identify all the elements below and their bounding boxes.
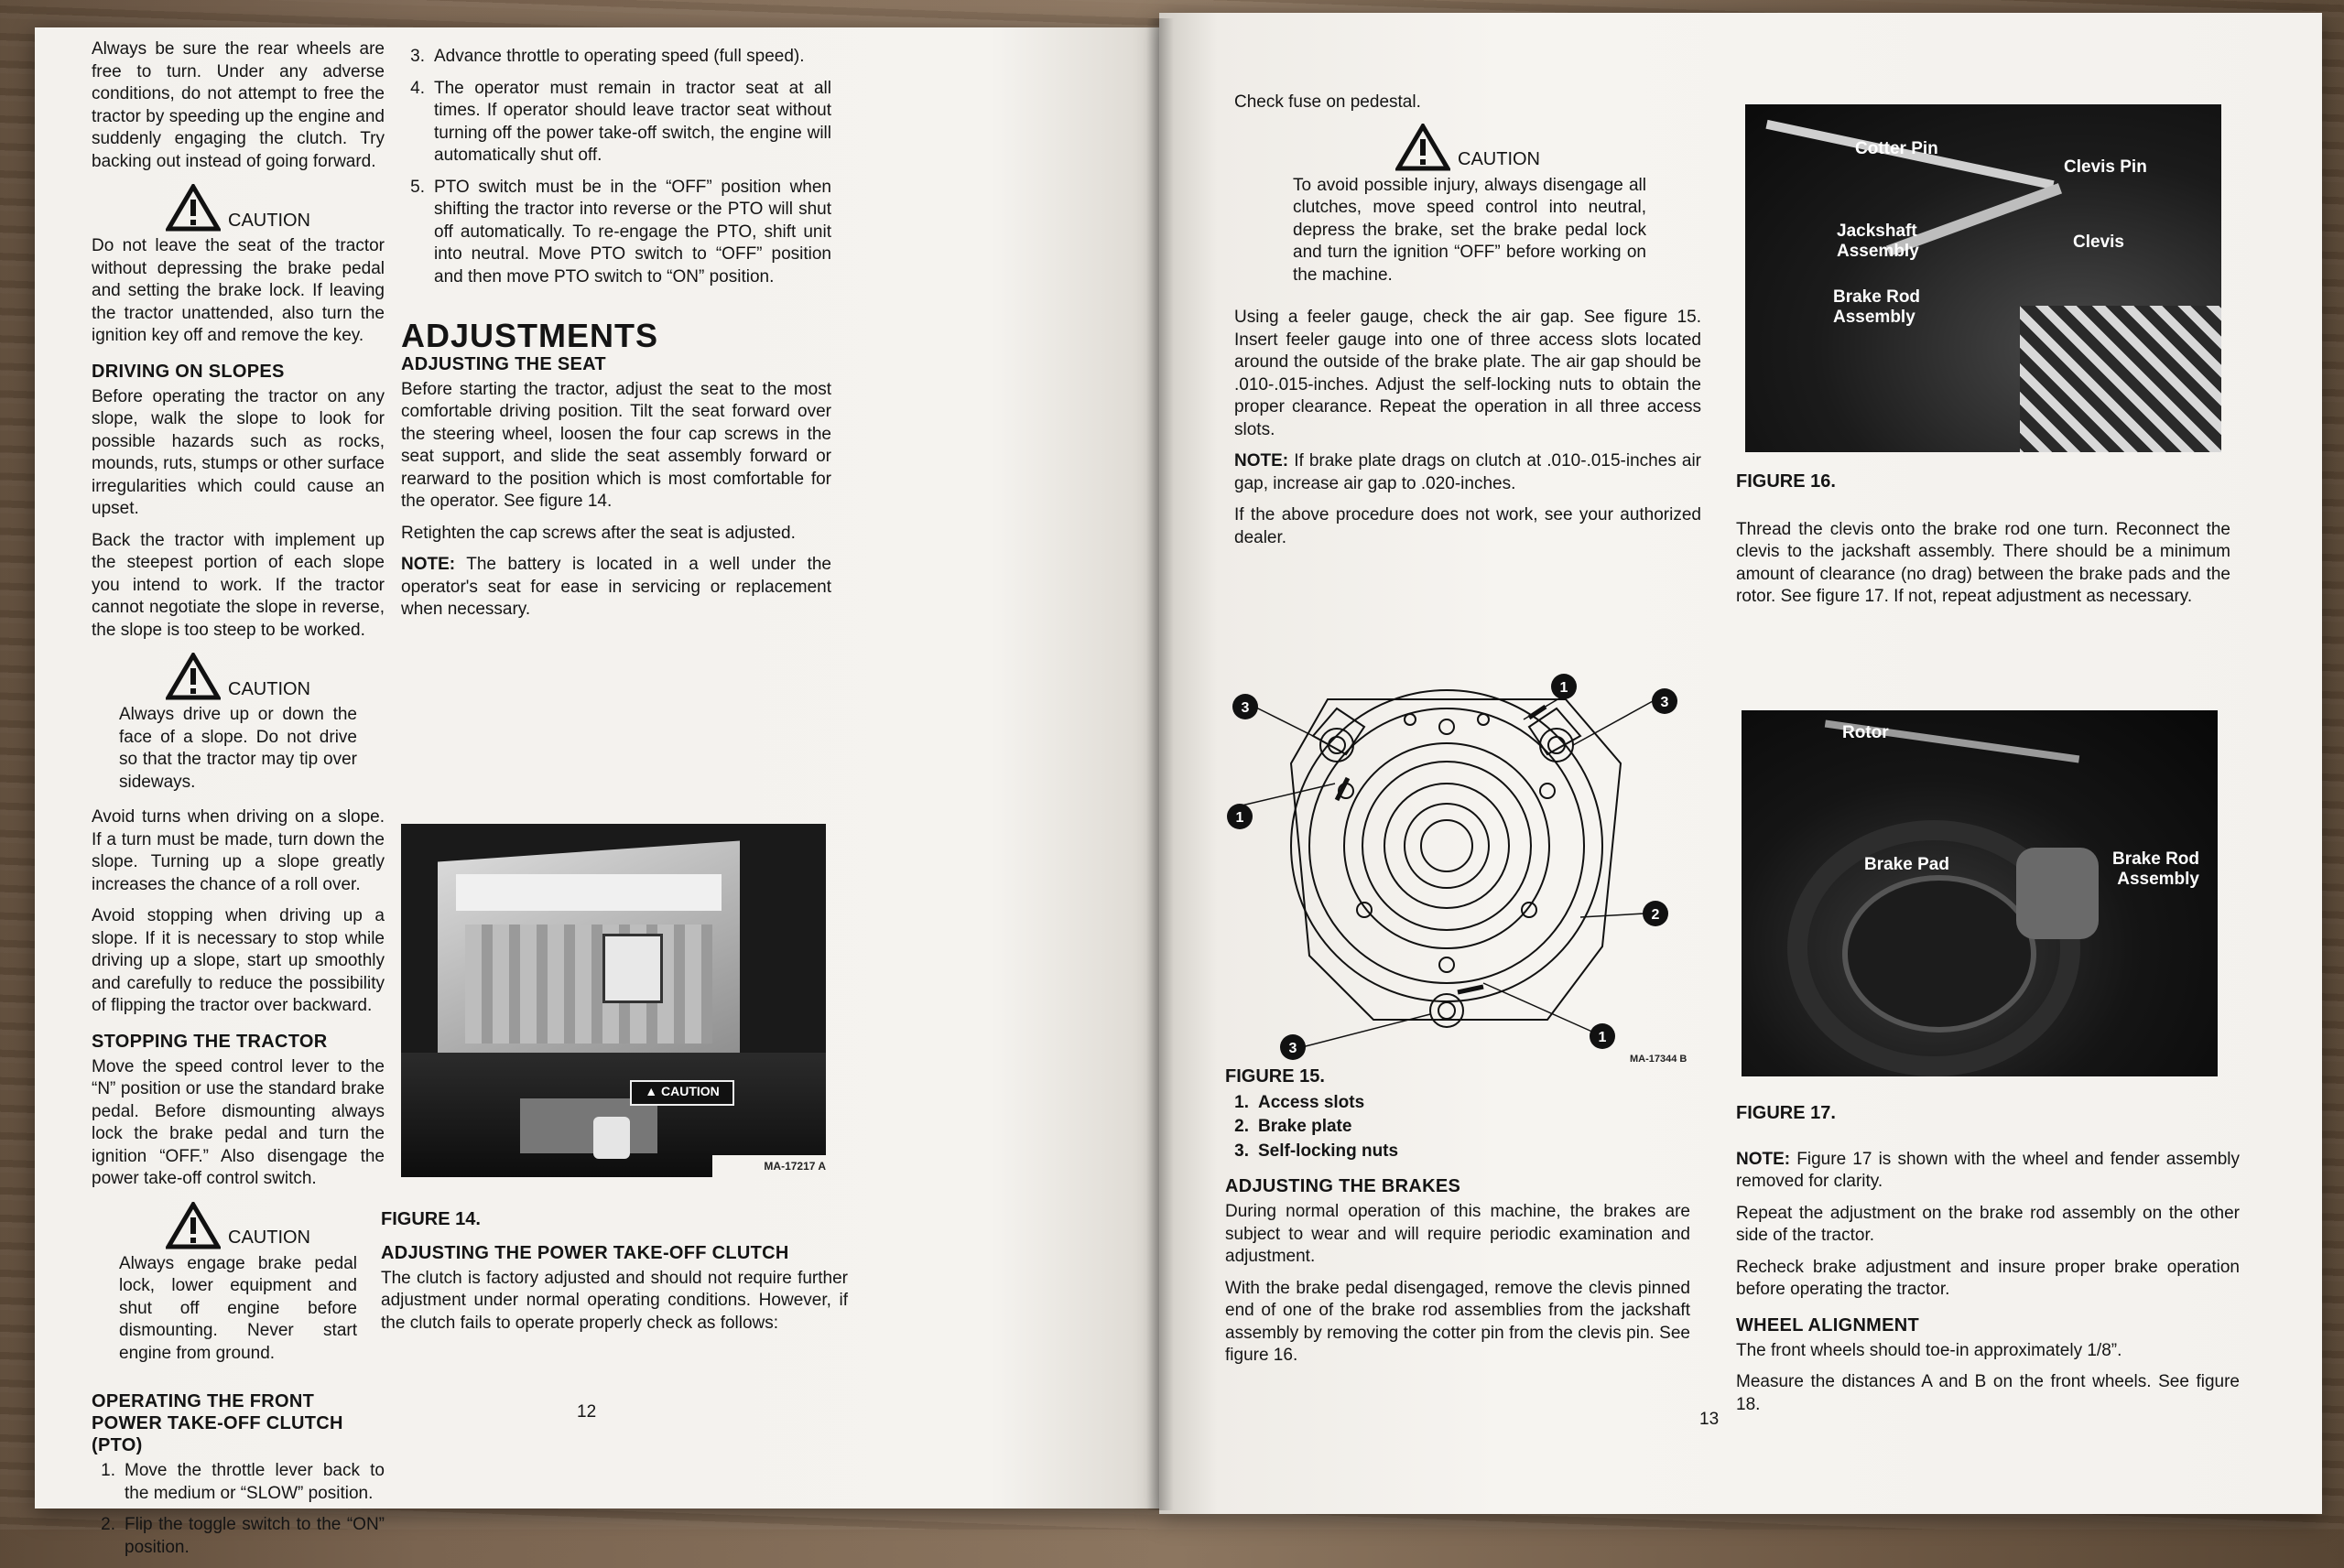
caution-box-dismount: CAUTION Always engage brake pedal lock, … [92,1201,385,1366]
list-item: 3.Self-locking nuts [1234,1141,1399,1161]
caution-label: CAUTION [228,1227,310,1248]
caution-text: Do not leave the seat of the tractor wit… [92,236,385,345]
figure-16-caption: FIGURE 16. [1736,471,1836,492]
heading-adjusting-pto-clutch: ADJUSTING THE POWER TAKE-OFF CLUTCH [381,1242,789,1263]
figure-15-caption: FIGURE 15. [1225,1066,1325,1087]
slopes-paragraph-4: Avoid stopping when driving up a slope. … [92,906,385,1015]
slopes-paragraph-1: Before operating the tractor on any slop… [92,386,385,519]
list-item: 1.Move the throttle lever back to the me… [101,1461,385,1503]
label-brake-pad: Brake Pad [1864,855,1949,874]
repeat-adjustment-paragraph: Repeat the adjustment on the brake rod a… [1736,1203,2240,1246]
callout-3: 3 [1289,1041,1297,1056]
warning-triangle-icon [166,1201,221,1249]
book-spine-shadow [1146,18,1174,1510]
thread-clevis-paragraph: Thread the clevis onto the brake rod one… [1736,519,2230,607]
caution-label: CAUTION [1458,149,1540,169]
intro-paragraph: Always be sure the rear wheels are free … [92,39,385,171]
callout-2: 2 [1652,907,1660,923]
caution-label: CAUTION [228,210,310,231]
label-brake-rod-assembly: Brake Rod Assembly [2111,849,2199,889]
figure-17-caption: FIGURE 17. [1736,1103,1836,1123]
list-item: 5.PTO switch must be in the “OFF” positi… [410,177,831,287]
caution-text: Always engage brake pedal lock, lower eq… [119,1253,357,1363]
page-number: 13 [1699,1410,1720,1429]
callout-3: 3 [1242,700,1250,716]
callout-1: 1 [1560,680,1568,696]
label-rotor: Rotor [1842,723,1889,742]
heading-adjusting-the-brakes: ADJUSTING THE BRAKES [1225,1176,1461,1196]
figure-17-photo: Rotor Brake Pad Brake Rod Assembly [1742,710,2218,1076]
right-column-2-bottom: FIGURE 17. NOTE: Figure 17 is shown with… [1736,1102,2240,1425]
warning-triangle-icon [1395,123,1450,170]
caution-box-slopes: CAUTION Always drive up or down the face… [92,653,385,794]
callout-3: 3 [1661,695,1669,710]
battery-note: NOTE: The battery is located in a well u… [401,555,831,619]
page-13: Check fuse on pedestal. CAUTION To avoid… [1159,13,2322,1514]
callout-1: 1 [1236,810,1244,826]
list-item: 2.Flip the toggle switch to the “ON” pos… [101,1515,385,1557]
pto-steps-list: 1.Move the throttle lever back to the me… [92,1460,385,1559]
pto-clutch-paragraph: The clutch is factory adjusted and shoul… [381,1268,848,1333]
figure-code: MA-17217 A [712,1155,826,1177]
warning-triangle-icon [166,184,221,232]
figure-17-note: NOTE: Figure 17 is shown with the wheel … [1736,1149,2241,1192]
stopping-paragraph: Move the speed control lever to the “N” … [92,1056,385,1189]
caution-box-seat: CAUTION Do not leave the seat of the tra… [92,184,385,348]
section-title-adjustments: ADJUSTMENTS [401,317,659,354]
caution-box-work: CAUTION To avoid possible injury, always… [1234,123,1701,287]
slopes-paragraph-3: Avoid turns when driving on a slope. If … [92,807,385,894]
figure-code: MA-17344 B [1630,1054,1687,1065]
heading-driving-on-slopes: DRIVING ON SLOPES [92,361,285,382]
heading-wheel-alignment: WHEEL ALIGNMENT [1736,1314,1920,1336]
seat-paragraph-2: Retighten the cap screws after the seat … [401,523,796,543]
figure-15-legend: 1.Access slots 2.Brake plate 3.Self-lock… [1225,1092,1690,1163]
figure-15-brake-diagram: 1 1 1 2 3 3 3 MA-17344 B [1227,674,1687,1065]
air-gap-note: NOTE: If brake plate drags on clutch at … [1234,451,1701,493]
label-jackshaft-assembly: Jackshaft Assembly [1837,222,1919,261]
wheel-alignment-paragraph-1: The front wheels should toe-in approxima… [1736,1340,2122,1360]
caution-label: CAUTION [228,678,310,699]
wheel-alignment-paragraph-2: Measure the distances A and B on the fro… [1736,1372,2240,1414]
heading-adjusting-the-seat: ADJUSTING THE SEAT [401,353,606,374]
left-column-2: 3.Advance throttle to operating speed (f… [401,46,831,631]
label-clevis: Clevis [2073,232,2124,252]
label-cotter-pin: Cotter Pin [1855,139,1938,158]
figure-14-caption: FIGURE 14. [381,1209,481,1229]
list-item: 1.Access slots [1234,1092,1365,1112]
pto-steps-continued: 3.Advance throttle to operating speed (f… [401,46,831,288]
caution-text: To avoid possible injury, always disenga… [1293,175,1646,285]
page-12: Always be sure the rear wheels are free … [35,27,1159,1557]
heading-operating-pto: OPERATING THE FRONT POWER TAKE-OFF CLUTC… [92,1391,343,1455]
feeler-gauge-paragraph: Using a feeler gauge, check the air gap.… [1234,308,1701,439]
dealer-paragraph: If the above procedure does not work, se… [1234,505,1701,547]
list-item: 3.Advance throttle to operating speed (f… [410,47,805,66]
right-column-1-bottom: FIGURE 15. 1.Access slots 2.Brake plate … [1225,1065,1690,1377]
list-item: 2.Brake plate [1234,1117,1352,1136]
page-number: 12 [577,1402,597,1422]
brakes-paragraph-2: With the brake pedal disengaged, remove … [1225,1278,1690,1366]
heading-stopping-the-tractor: STOPPING THE TRACTOR [92,1031,328,1052]
figure-14-photo: ▲ CAUTION MA-17217 A [401,824,826,1177]
seat-paragraph-1: Before starting the tractor, adjust the … [401,379,831,512]
fuse-check-line: Check fuse on pedestal. [1234,92,1421,112]
left-column-2-bottom: FIGURE 14. ADJUSTING THE POWER TAKE-OFF … [381,1208,848,1344]
left-column-1: Always be sure the rear wheels are free … [92,38,385,1568]
warning-triangle-icon [166,653,221,700]
slopes-paragraph-2: Back the tractor with implement up the s… [92,530,385,640]
callout-1: 1 [1599,1030,1607,1045]
brakes-paragraph-1: During normal operation of this machine,… [1225,1202,1690,1266]
recheck-paragraph: Recheck brake adjustment and insure prop… [1736,1257,2240,1300]
figure-16-photo: Cotter Pin Clevis Pin Jackshaft Assembly… [1745,104,2221,452]
right-column-2: FIGURE 16. Thread the clevis onto the br… [1736,470,2230,618]
list-item: 4.The operator must remain in tractor se… [410,78,831,166]
label-brake-rod-assembly: Brake Rod Assembly [1833,287,1921,327]
caution-text: Always drive up or down the face of a sl… [119,705,357,792]
label-clevis-pin: Clevis Pin [2064,157,2147,177]
caution-sticker: ▲ CAUTION [630,1080,734,1106]
right-column-1: Check fuse on pedestal. CAUTION To avoid… [1234,92,1701,558]
